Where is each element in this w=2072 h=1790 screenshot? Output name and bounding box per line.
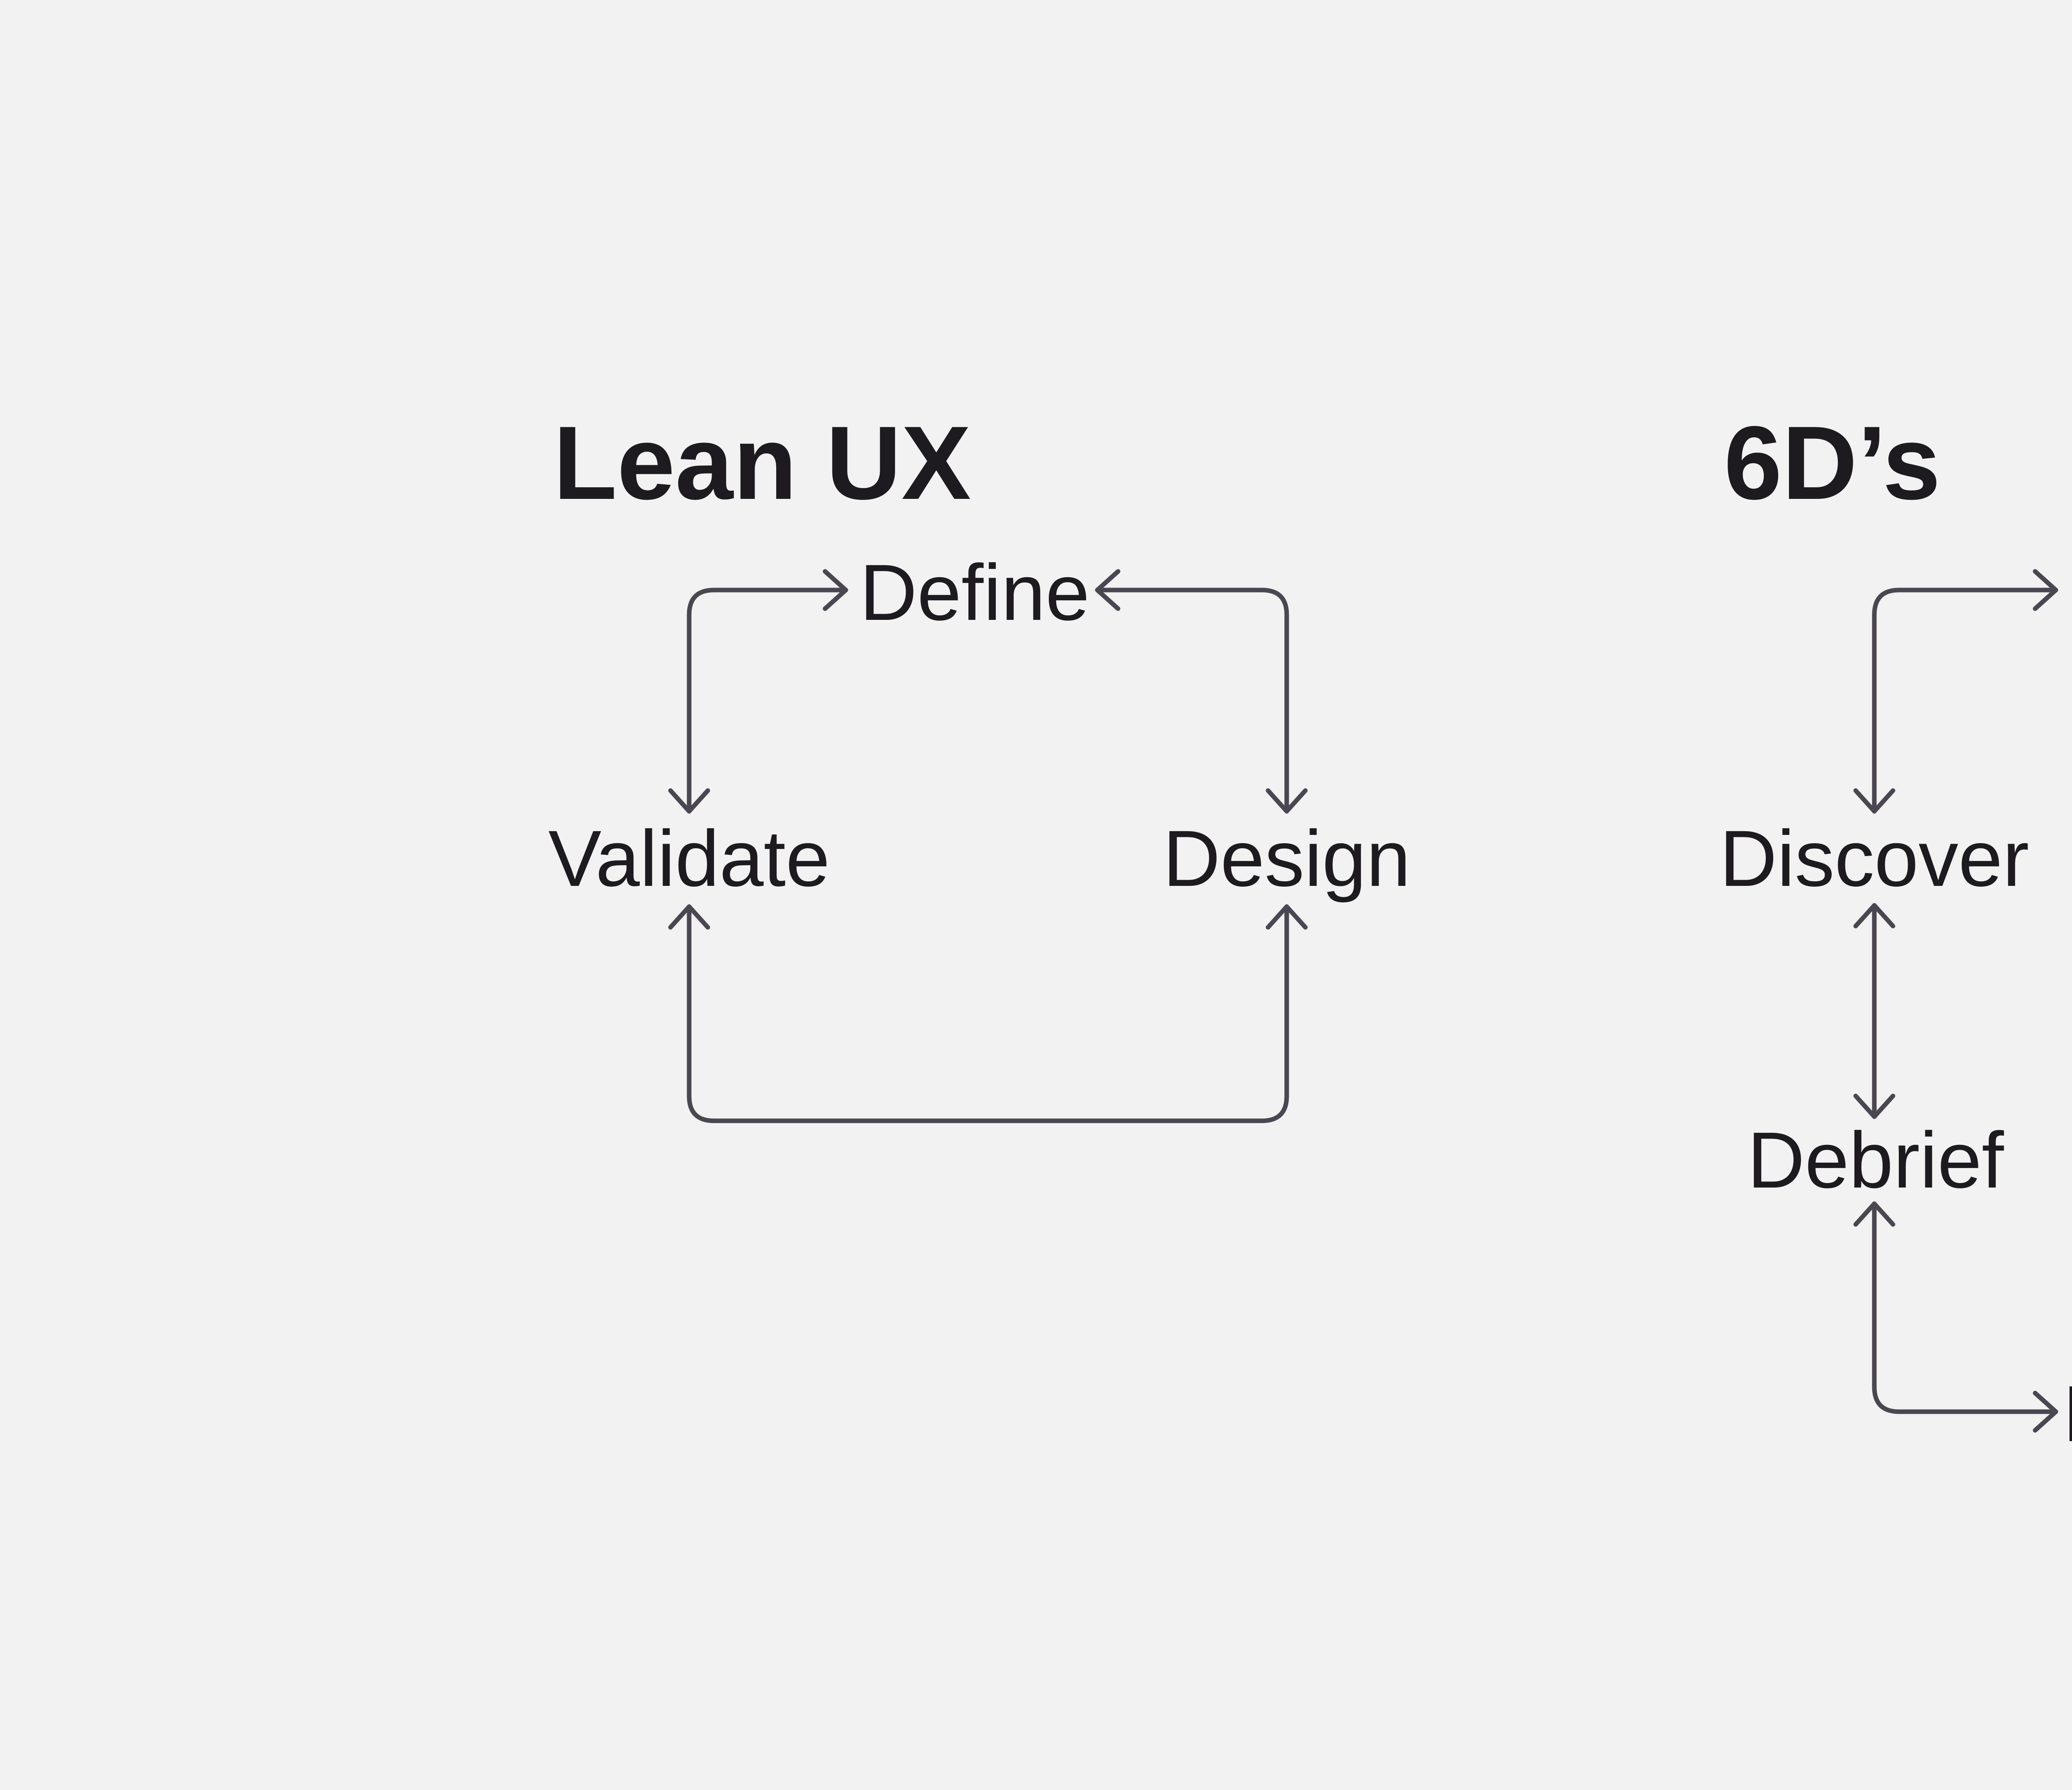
connector-discover-debrief <box>1853 903 1895 1119</box>
six-ds-node-debrief: Debrief <box>1747 1115 2004 1205</box>
connector-define-design-line <box>1095 588 1289 814</box>
lean-ux-node-validate: Validate <box>548 814 830 903</box>
connector-validate-design <box>668 904 1308 1123</box>
connector-debrief-deliver <box>1853 1201 2058 1433</box>
arrowhead-into-deliver-left <box>2033 1391 2058 1433</box>
lean-ux-connectors <box>668 569 1308 1123</box>
arrowhead-up-to-design <box>1266 904 1308 930</box>
lean-ux-title: Lean UX <box>553 404 971 521</box>
lean-ux-node-define: Define <box>859 548 1090 637</box>
lean-ux-node-design: Design <box>1163 814 1411 903</box>
arrowhead-into-define-left <box>823 569 848 611</box>
arrowhead-down-to-discover <box>1853 788 1895 814</box>
six-ds-connectors <box>1853 569 2058 1433</box>
connector-define-discover <box>1853 569 2058 814</box>
six-ds-title: 6D’s <box>1724 404 1941 521</box>
arrowhead-down-to-design <box>1266 788 1308 814</box>
arrowhead-into-define-right <box>1095 569 1121 611</box>
connector-define-design <box>1095 569 1308 814</box>
connector-define-discover-line <box>1872 588 2058 814</box>
arrowhead-up-to-debrief <box>1853 1201 1895 1227</box>
connector-define-validate <box>668 569 848 814</box>
arrowhead-down-to-validate <box>668 788 710 814</box>
six-ds-node-deliver: Deliver <box>2063 1374 2072 1454</box>
six-ds-node-discover: Discover <box>1719 814 2029 903</box>
arrowhead-up-to-discover <box>1853 903 1895 929</box>
arrowhead-up-to-validate <box>668 904 710 930</box>
arrowhead-down-to-debrief <box>1853 1093 1895 1119</box>
connector-define-validate-line <box>687 588 848 814</box>
connector-validate-design-line <box>687 904 1289 1123</box>
connector-debrief-deliver-line <box>1872 1201 2058 1414</box>
arrowhead-into-define-left <box>2033 569 2058 611</box>
